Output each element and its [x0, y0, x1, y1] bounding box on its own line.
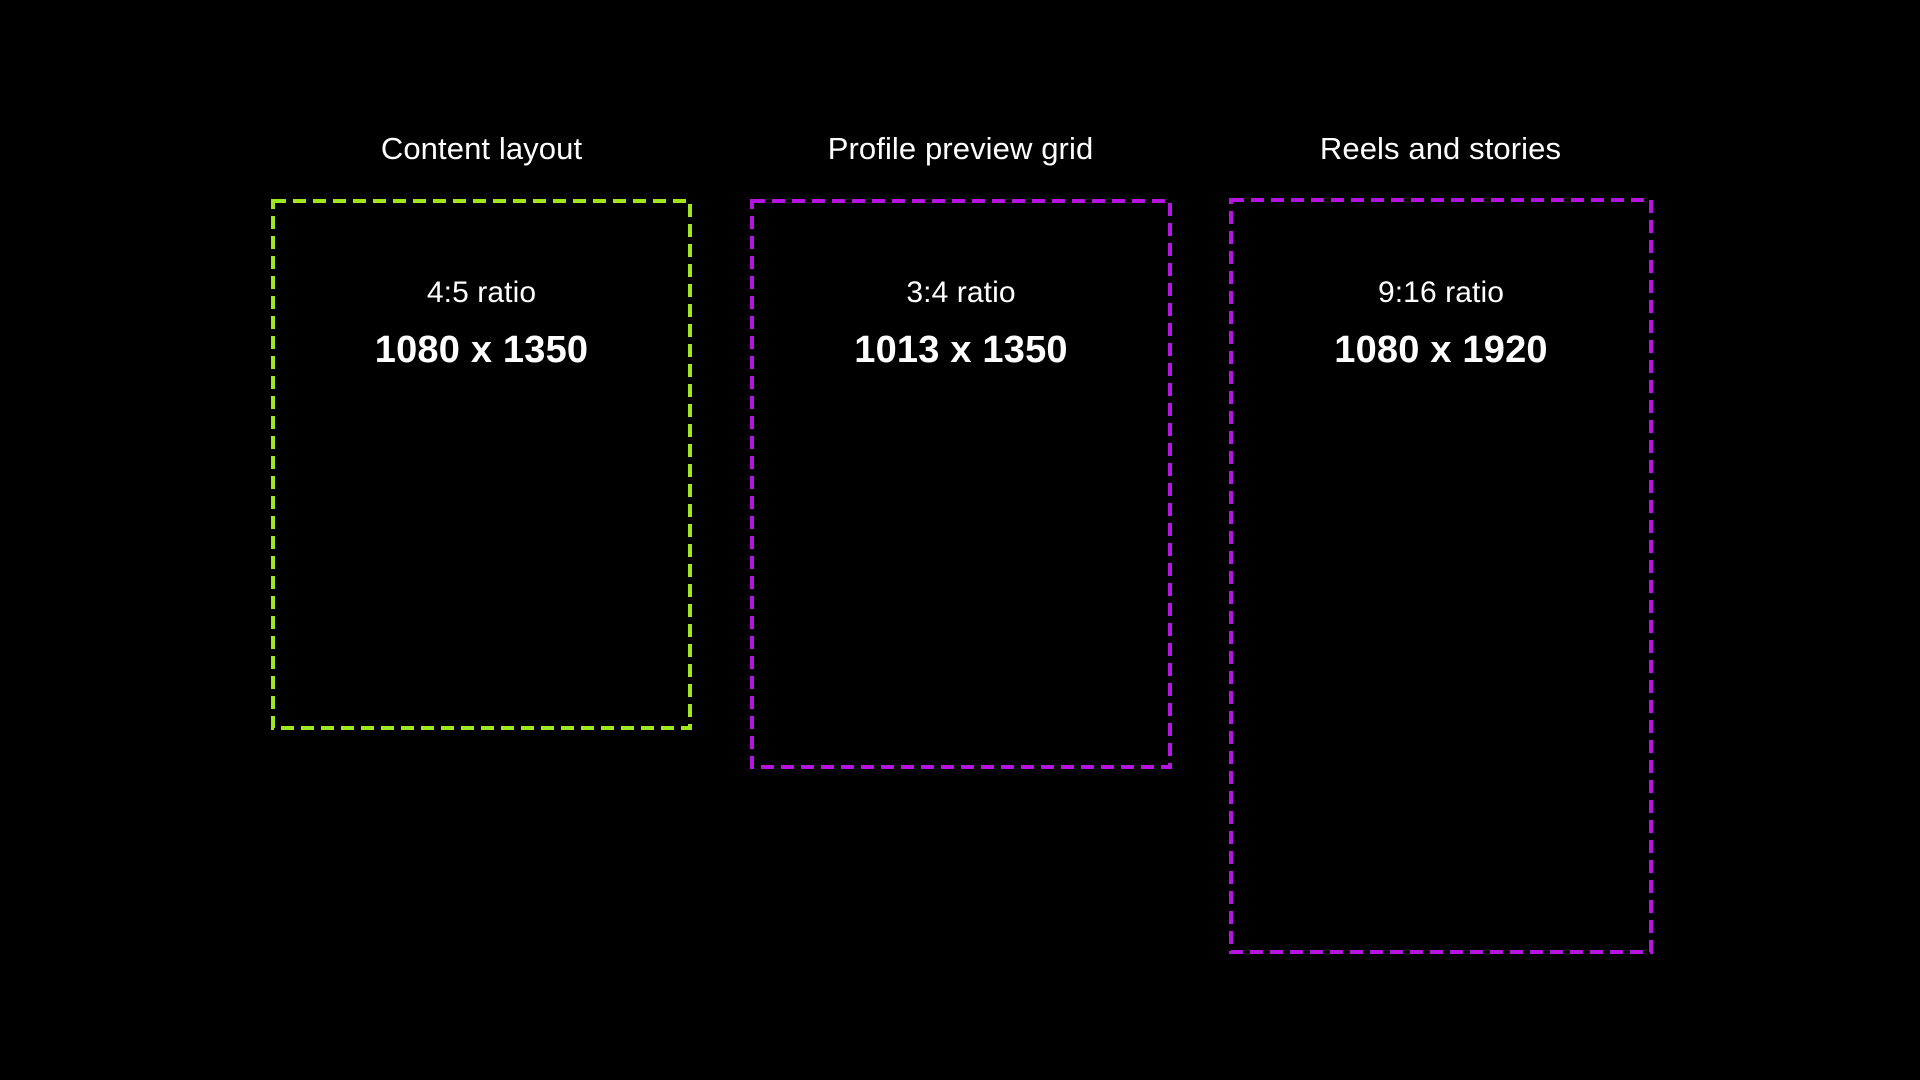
spec-title-profile-preview-grid: Profile preview grid	[827, 131, 1094, 166]
spec-title-reels-and-stories: Reels and stories	[1319, 131, 1562, 166]
spec-reels-and-stories: Reels and stories 9:16 ratio 1080 x 1920	[1159, 130, 1722, 975]
spec-profile-preview-grid: Profile preview grid 3:4 ratio 1013 x 13…	[679, 130, 1242, 790]
aspect-frame-3-4: 3:4 ratio 1013 x 1350	[750, 199, 1172, 769]
dashed-border-magenta-1	[750, 199, 1172, 769]
aspect-frame-9-16: 9:16 ratio 1080 x 1920	[1229, 198, 1653, 954]
aspect-frame-4-5: 4:5 ratio 1080 x 1350	[271, 199, 692, 730]
spec-title-content-layout: Content layout	[380, 131, 583, 166]
dashed-border-magenta-2	[1229, 198, 1653, 954]
dashed-border-green	[271, 199, 692, 730]
